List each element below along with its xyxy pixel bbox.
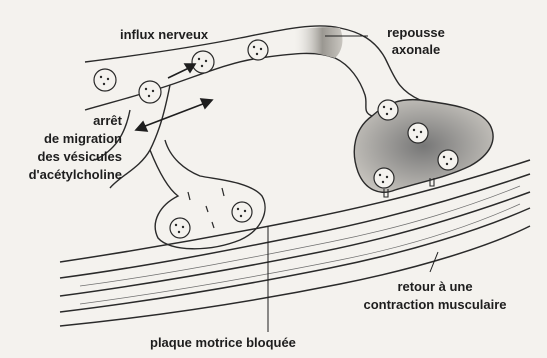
influx-arrow <box>168 64 195 78</box>
arret-label-line4: d'acétylcholine <box>2 166 122 183</box>
retour-label-line1: retour à une <box>345 278 525 295</box>
influx-label: influx nerveux <box>120 26 208 43</box>
arret-label-line2: de migration <box>6 130 122 147</box>
migration-arrow <box>136 99 212 131</box>
arret-label-line1: arrêt <box>20 112 122 129</box>
repousse-label-line2: axonale <box>370 41 462 58</box>
retour-label-line2: contraction musculaire <box>345 296 525 313</box>
blocked-end-plate <box>150 140 265 249</box>
repousse-label-line1: repousse <box>370 24 462 41</box>
plaque-label: plaque motrice bloquée <box>150 334 296 351</box>
ach-marks <box>188 188 224 228</box>
arret-label-line3: des vésicules <box>6 148 122 165</box>
